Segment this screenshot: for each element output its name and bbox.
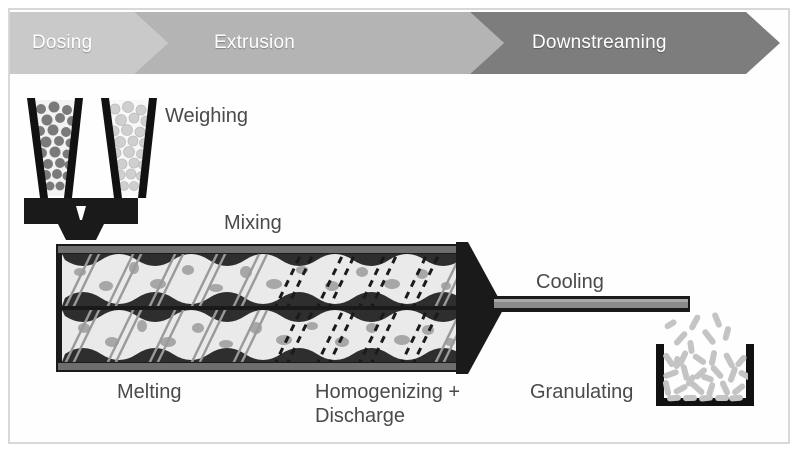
stage-chevron-extrusion[interactable]: Extrusion [134, 12, 504, 74]
stage-label-extrusion: Extrusion [214, 32, 296, 53]
label-homogenizing-discharge: Homogenizing + Discharge [315, 381, 461, 427]
label-cooling: Cooling [536, 271, 604, 293]
extrudate-strand [492, 294, 692, 316]
dosing-hopper-dark [24, 96, 86, 200]
feed-block [22, 198, 142, 246]
stage-label-dosing: Dosing [32, 32, 93, 53]
granulate-container [648, 312, 774, 428]
stage-chevron-downstreaming[interactable]: Downstreaming [470, 12, 780, 74]
label-weighing: Weighing [165, 105, 249, 127]
label-granulating: Granulating [530, 381, 634, 403]
stage-chevron-dosing[interactable]: Dosing [10, 12, 168, 74]
dosing-hopper-light [98, 96, 160, 200]
twin-screw-extruder [50, 240, 510, 376]
label-melting: Melting [117, 381, 182, 403]
stage-label-downstreaming: Downstreaming [532, 32, 667, 53]
label-mixing: Mixing [224, 212, 282, 234]
stage-banner: Dosing Extrusion Downstreaming [10, 12, 780, 74]
